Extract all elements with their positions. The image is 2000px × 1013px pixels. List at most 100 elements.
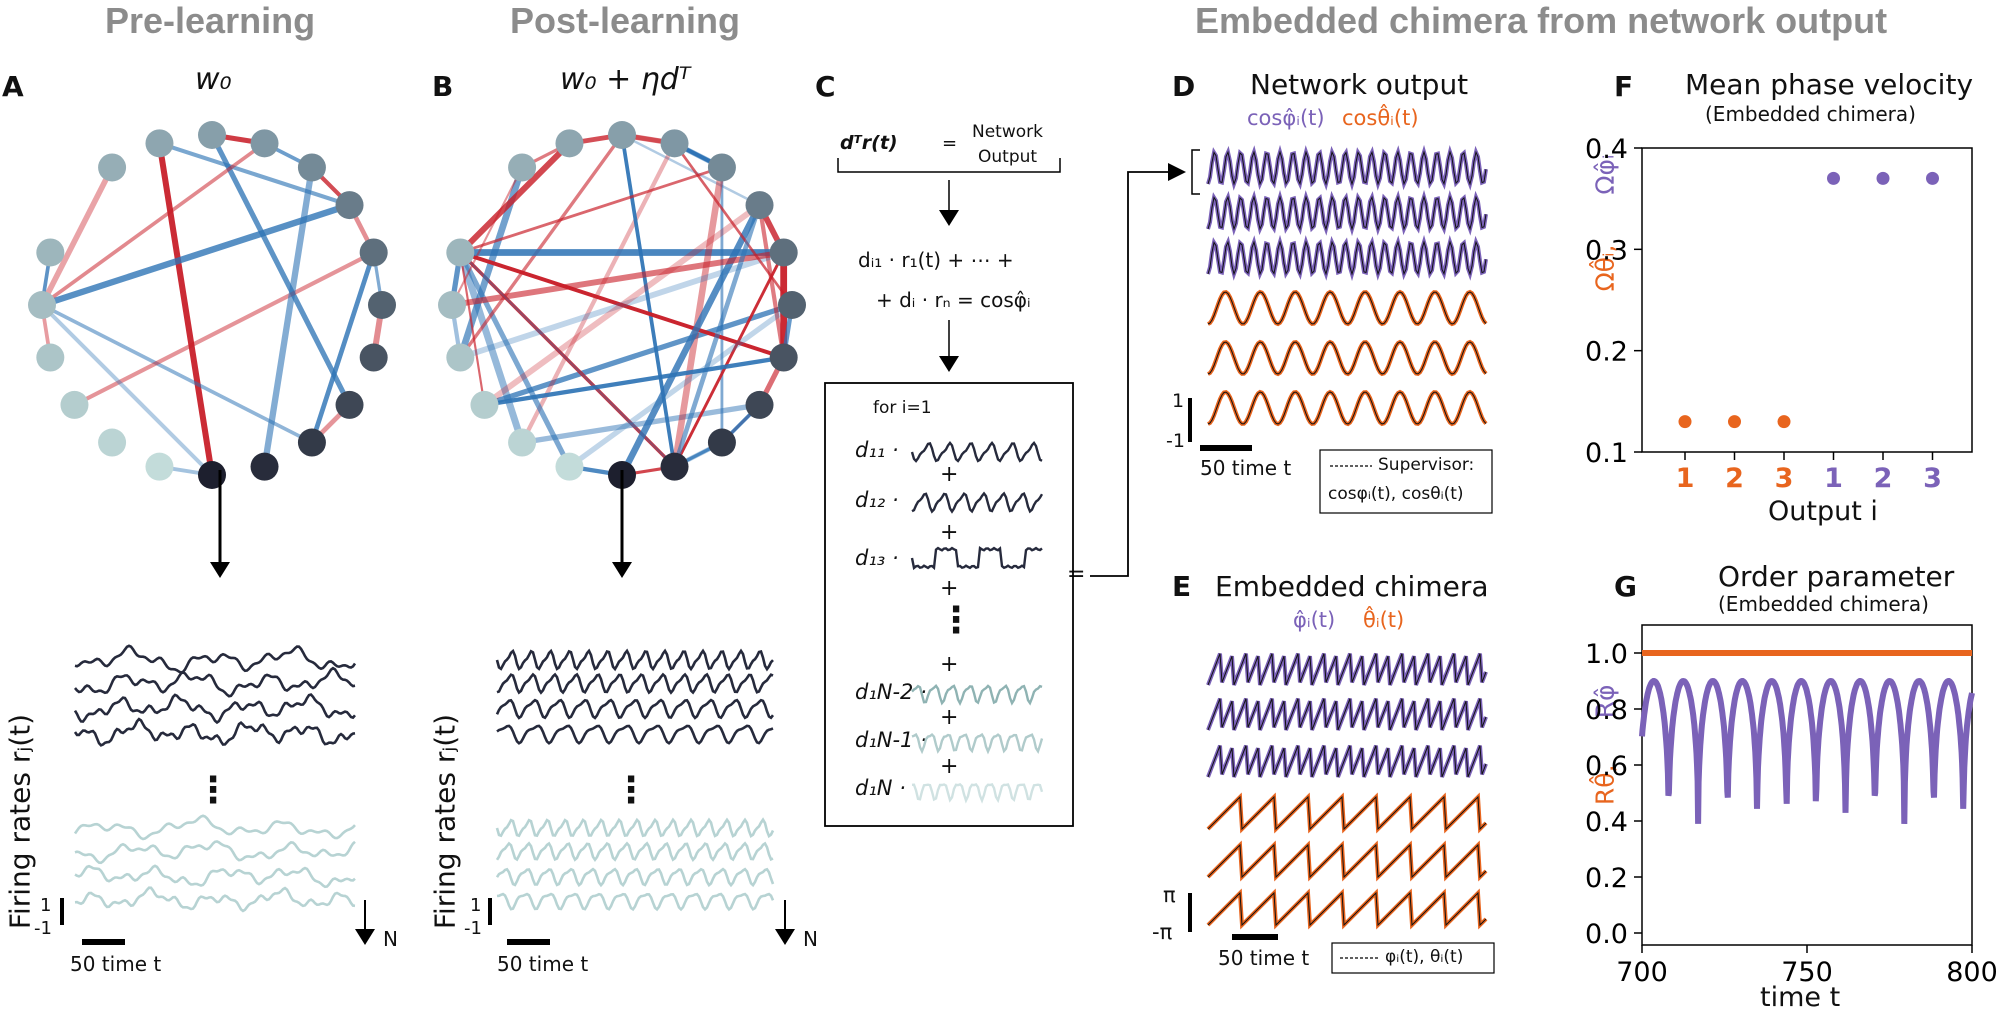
c-plus-5: + <box>940 705 959 730</box>
e-scale-bot: -π <box>1152 920 1173 944</box>
f-xtick-label: 3 <box>1923 463 1942 494</box>
panel-b-title: w₀ + ηdᵀ <box>560 62 691 97</box>
d-supervisor-trace <box>1207 240 1487 276</box>
f-ytick-label: 0.4 <box>1585 134 1628 165</box>
panel-letter-e: E <box>1172 570 1192 603</box>
rate-trace-pre-light <box>74 864 356 889</box>
c-coef-4: d₁N-2 · <box>855 680 927 704</box>
rates-n-label-b: N <box>803 927 818 951</box>
rates-scale-bot-a: -1 <box>34 918 52 939</box>
rates-time-label-a: 50 time t <box>70 952 162 976</box>
panel-letter-c: C <box>815 70 836 103</box>
c-coef-1: d₁₁ · <box>855 438 899 462</box>
c-eq2-line2: + dᵢ · rₙ = cosφ̂ᵢ <box>876 288 1031 312</box>
header-post-learning: Post-learning <box>510 0 741 41</box>
rates-n-label-a: N <box>383 927 398 951</box>
d-bracket <box>1191 149 1200 195</box>
network-a-node <box>36 238 65 267</box>
f-data-point <box>1777 415 1791 429</box>
network-b-node <box>508 428 537 457</box>
network-b-node <box>660 129 689 158</box>
c-eq1-eq: = <box>942 133 958 154</box>
network-a-node <box>198 121 226 149</box>
c-eq1-right-2: Output <box>978 147 1038 167</box>
network-b-node <box>508 153 537 182</box>
c-equals: = <box>1067 562 1086 587</box>
e-legend-phi: φ̂ᵢ(t) <box>1293 608 1336 632</box>
d-supervisor-trace <box>1207 391 1487 425</box>
network-a-edge <box>73 250 375 407</box>
e-time-label: 50 time t <box>1218 946 1310 970</box>
rate-trace-post-light <box>496 892 775 912</box>
network-a-node <box>145 452 174 481</box>
f-xtick-label: 3 <box>1775 463 1794 494</box>
c-to-d-connector <box>1090 171 1168 577</box>
rates-dots-a: ⋮ <box>195 770 231 811</box>
network-b-node <box>660 452 689 481</box>
network-b-edge <box>457 251 526 444</box>
rates-dots-b: ⋮ <box>613 770 649 811</box>
c-to-d-arrowhead <box>1168 163 1186 181</box>
c-eq2-line1: dᵢ₁ · r₁(t) + ⋯ + <box>858 248 1014 272</box>
network-b-edge <box>484 355 785 408</box>
d-supervisor-trace <box>1207 150 1487 186</box>
c-weighted-trace <box>911 683 1043 706</box>
network-b-edge <box>672 204 762 468</box>
network-a-node <box>250 129 279 158</box>
network-b-node <box>769 238 798 267</box>
network-b-edge <box>621 133 761 207</box>
network-a-node <box>28 291 56 319</box>
rates-scale-bot-b: -1 <box>464 918 482 939</box>
f-xtick-label: 1 <box>1676 463 1695 494</box>
network-b-edge <box>520 142 677 444</box>
network-b-edge <box>451 249 785 308</box>
network-b-edge <box>451 166 524 306</box>
c-coef-2: d₁₂ · <box>855 488 899 512</box>
f-ytick-label: 0.2 <box>1585 337 1628 368</box>
rate-trace-post-light <box>495 867 775 888</box>
network-a-node <box>60 390 89 419</box>
c-bracket <box>837 158 1061 173</box>
rate-trace-post-dark <box>495 648 774 672</box>
f-data-point <box>1876 171 1890 185</box>
g-xtick-label: 700 <box>1616 957 1668 988</box>
panel-letter-a: A <box>2 70 24 103</box>
rate-trace-post-dark <box>496 672 774 695</box>
network-b-edge <box>483 302 793 408</box>
c-plus-2: + <box>940 520 959 545</box>
network-b-node <box>707 153 736 182</box>
rate-trace-post-dark <box>495 698 775 720</box>
g-ytick-label: 0.6 <box>1585 751 1628 782</box>
d-legend-phi: cosφ̂ᵢ(t) <box>1247 106 1325 130</box>
rates-scale-top-a: 1 <box>40 895 52 916</box>
network-a-edge <box>158 141 351 208</box>
network-a-node <box>98 153 127 182</box>
d-supervisor-1: Supervisor: <box>1378 455 1475 475</box>
network-b-edge <box>459 166 723 254</box>
d-output-trace <box>1207 389 1488 427</box>
f-plot-frame <box>1641 147 1973 453</box>
c-weighted-trace <box>910 440 1043 463</box>
network-a-node <box>335 191 364 220</box>
g-ytick-label: 0.4 <box>1585 807 1628 838</box>
rate-trace-pre-dark <box>73 717 356 747</box>
network-b-node <box>555 129 584 158</box>
arrow-a-head <box>210 562 230 578</box>
e-supervisor-trace <box>1207 698 1487 731</box>
network-a-node <box>36 343 65 372</box>
d-output-trace <box>1207 339 1488 377</box>
d-output-trace <box>1207 289 1488 327</box>
d-supervisor-box <box>1319 449 1493 514</box>
network-a-edge <box>41 202 351 309</box>
network-b-edge <box>620 134 677 467</box>
header-pre-learning: Pre-learning <box>105 0 316 41</box>
e-supervisor-trace <box>1207 843 1487 879</box>
arrow-b-head <box>612 562 632 578</box>
network-b-node <box>438 291 466 319</box>
rates-scale-top-b: 1 <box>470 895 482 916</box>
c-plus-1: + <box>940 462 959 487</box>
e-supervisor-trace <box>1207 745 1487 778</box>
f-data-point <box>1728 415 1741 429</box>
network-b-node <box>745 191 774 220</box>
g-title: Order parameter <box>1718 560 1955 593</box>
